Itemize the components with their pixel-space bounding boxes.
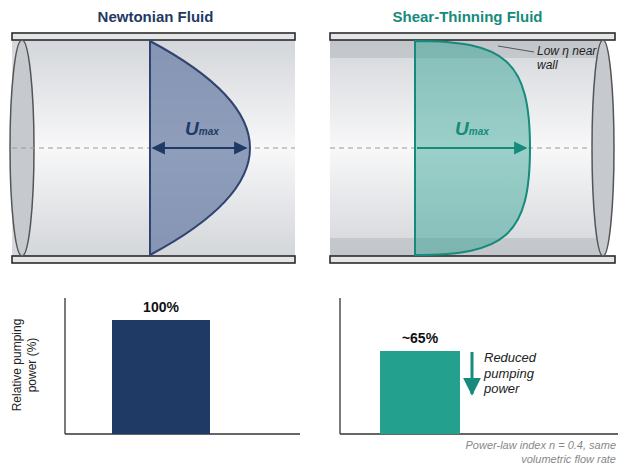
newtonian-pipe — [10, 33, 295, 263]
shear-thinning-pipe — [330, 33, 615, 263]
footnote: Power-law index n = 0.4, same volumetric… — [420, 438, 616, 467]
chart-axes — [65, 298, 618, 434]
bar-value: ~65% — [380, 330, 460, 346]
bar-value: 100% — [112, 299, 210, 315]
pipe-panel: Newtonian FluidUmax — [0, 0, 311, 268]
bar: 100% — [112, 320, 210, 434]
bar: ~65% — [380, 351, 460, 434]
callout-note: Low η near wall — [537, 44, 597, 73]
pipe-panel: Shear-Thinning FluidUmax Low η near wall — [312, 0, 623, 268]
panel-title: Newtonian Fluid — [0, 8, 311, 25]
panel-title: Shear-Thinning Fluid — [312, 8, 623, 25]
annotation: Reduced pumping power — [484, 350, 564, 397]
velocity-label: Umax — [185, 118, 219, 140]
axis-title: Relative pumping power (%) — [10, 305, 40, 425]
velocity-label: Umax — [455, 118, 489, 140]
